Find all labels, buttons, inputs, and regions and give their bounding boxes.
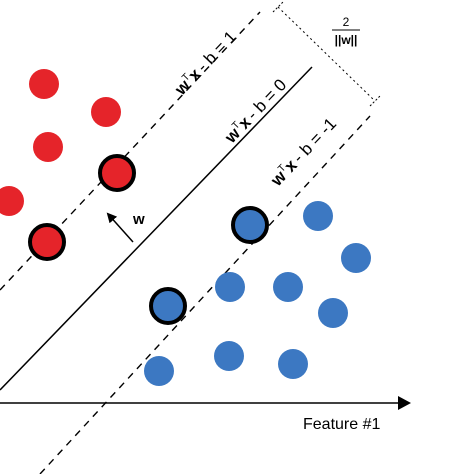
blue-point (144, 356, 174, 386)
red-point (33, 132, 63, 162)
blue-support-vector (231, 206, 269, 244)
decision-boundary-equation: wTx- b = 0 (220, 75, 290, 147)
red-point (0, 186, 24, 216)
blue-point (273, 272, 303, 302)
red-point (29, 69, 59, 99)
blue-support-vector (149, 287, 187, 325)
red-point (91, 97, 121, 127)
lower-line-equation: wTx- b = -1 (266, 114, 340, 190)
upper-line-equation: wTx- b = 1 (170, 27, 240, 99)
blue-point (278, 349, 308, 379)
red-support-vector (98, 154, 136, 192)
blue-point (318, 298, 348, 328)
blue-point (214, 341, 244, 371)
margin-width-formula: 2 ||w|| (332, 15, 360, 47)
blue-point (341, 243, 371, 273)
blue-point (303, 201, 333, 231)
x-axis-arrowhead (398, 396, 411, 410)
upper-margin-line (0, 11, 261, 291)
lower-margin-line (39, 115, 371, 474)
normal-vector-arrow (106, 212, 134, 243)
margin-numerator: 2 (343, 15, 350, 29)
margin-denominator: ||w|| (335, 33, 358, 47)
red-support-vector (28, 223, 66, 261)
blue-point (215, 272, 245, 302)
normal-vector-label: w (132, 211, 145, 228)
decision-boundary (0, 66, 313, 391)
x-axis-label: Feature #1 (303, 416, 380, 433)
